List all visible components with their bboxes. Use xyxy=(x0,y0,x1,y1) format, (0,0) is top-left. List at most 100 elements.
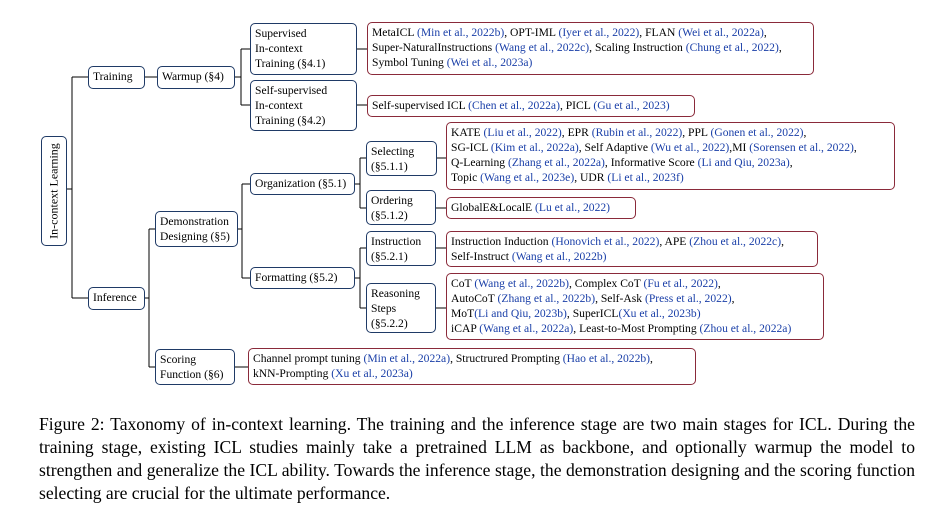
line: Demonstration xyxy=(160,215,229,228)
citation: (Wang et al., 2023e) xyxy=(480,171,575,184)
method-name: kNN-Prompting xyxy=(253,367,332,380)
citation: (Gonen et al., 2022) xyxy=(710,126,804,139)
method-name: , xyxy=(781,235,784,248)
method-name: , OPT-IML xyxy=(504,26,559,39)
node-training-label: Training xyxy=(93,70,133,83)
citation: (Kim et al., 2022a) xyxy=(490,141,579,154)
method-name: GlobalE&LocalE xyxy=(451,201,536,214)
line: (§5.1.1) xyxy=(371,160,408,173)
reference-line: MetaICL (Min et al., 2022b), OPT-IML (Iy… xyxy=(372,25,809,40)
line: Scoring xyxy=(160,353,197,366)
reference-line: AutoCoT (Zhang et al., 2022b), Self-Ask … xyxy=(451,291,819,306)
citation: (Rubin et al., 2022) xyxy=(591,126,683,139)
node-self-supervised-icl-training: Self-supervised In-context Training (§4.… xyxy=(250,80,357,131)
node-scoring-function: Scoring Function (§6) xyxy=(155,349,235,385)
citation: (Press et al., 2022) xyxy=(644,292,732,305)
method-name: , xyxy=(650,352,653,365)
node-organization: Organization (§5.1) xyxy=(250,173,355,195)
method-name: ,MI xyxy=(729,141,750,154)
method-name: , UDR xyxy=(574,171,608,184)
citation: (Gu et al., 2023) xyxy=(593,99,670,112)
method-name: , xyxy=(731,292,735,305)
method-name: , Self Adaptive xyxy=(578,141,651,154)
root-node-in-context-learning: In-context Learning xyxy=(41,136,67,246)
reference-line: iCAP (Wang et al., 2022a), Least-to-Most… xyxy=(451,321,819,336)
reference-line: SG-ICL (Kim et al., 2022a), Self Adaptiv… xyxy=(451,140,890,155)
citation: (Lu et al., 2022) xyxy=(535,201,611,214)
node-formatting: Formatting (§5.2) xyxy=(250,267,355,289)
citation: (Iyer et al., 2022) xyxy=(558,26,640,39)
line: Designing (§5) xyxy=(160,230,230,243)
method-name: AutoCoT xyxy=(451,292,498,305)
node-ordering: Ordering (§5.1.2) xyxy=(366,190,436,225)
citation: (Min et al., 2022b) xyxy=(416,26,505,39)
reference-line: Topic (Wang et al., 2023e), UDR (Li et a… xyxy=(451,170,890,185)
node-organization-label: Organization (§5.1) xyxy=(255,177,347,190)
line: In-context xyxy=(255,99,303,112)
citation: (Li et al., 2023f) xyxy=(607,171,684,184)
line: (§5.2.1) xyxy=(371,250,408,263)
node-supervised-icl-training: Supervised In-context Training (§4.1) xyxy=(250,23,357,75)
node-warmup: Warmup (§4) xyxy=(157,66,235,89)
method-name: , Structrured Prompting xyxy=(450,352,563,365)
node-warmup-label: Warmup (§4) xyxy=(162,70,224,83)
method-name: , xyxy=(853,141,857,154)
citation: (Wang et al., 2022c) xyxy=(495,41,590,54)
reference-line: Super-NaturalInstructions (Wang et al., … xyxy=(372,40,809,55)
method-name: Instruction Induction xyxy=(451,235,552,248)
citation: (Zhou et al., 2022c) xyxy=(689,235,782,248)
node-selecting: Selecting (§5.1.1) xyxy=(366,141,437,176)
citation: (Wang et al., 2022b) xyxy=(511,250,607,263)
citation: (Li and Qiu, 2023b) xyxy=(474,307,567,320)
method-name: Self-Instruct xyxy=(451,250,512,263)
node-reasoning-steps: Reasoning Steps (§5.2.2) xyxy=(366,283,436,333)
method-name: SG-ICL xyxy=(451,141,491,154)
citation: (Zhou et al., 2022a) xyxy=(699,322,792,335)
citation: (Xu et al., 2023b) xyxy=(618,307,701,320)
leaf-reasoning-refs: CoT (Wang et al., 2022b), Complex CoT (F… xyxy=(446,273,824,340)
method-name: Super-NaturalInstructions xyxy=(372,41,496,54)
method-name: KATE xyxy=(451,126,484,139)
citation: (Honovich et al., 2022) xyxy=(551,235,660,248)
method-name: Q-Learning xyxy=(451,156,508,169)
citation: (Min et al., 2022a) xyxy=(363,352,451,365)
citation: (Wei et al., 2023a) xyxy=(446,56,533,69)
method-name: , Complex CoT xyxy=(569,277,644,290)
node-instruction: Instruction (§5.2.1) xyxy=(366,231,436,266)
method-name: , Informative Score xyxy=(604,156,698,169)
reference-line: GlobalE&LocalE (Lu et al., 2022) xyxy=(451,200,631,215)
method-name: Self-supervised ICL xyxy=(372,99,469,112)
figure-caption: Figure 2: Taxonomy of in-context learnin… xyxy=(39,414,915,503)
citation: (Liu et al., 2022) xyxy=(483,126,562,139)
citation: (Zhang et al., 2022a) xyxy=(507,156,605,169)
line: Selecting xyxy=(371,145,415,158)
reference-line: MoT(Li and Qiu, 2023b), SuperICL(Xu et a… xyxy=(451,306,819,321)
leaf-supervised-refs: MetaICL (Min et al., 2022b), OPT-IML (Iy… xyxy=(367,22,814,75)
method-name: CoT xyxy=(451,277,475,290)
citation: (Zhang et al., 2022b) xyxy=(497,292,596,305)
method-name: Channel prompt tuning xyxy=(253,352,364,365)
method-name: , Scaling Instruction xyxy=(589,41,686,54)
method-name: , APE xyxy=(659,235,690,248)
reference-line: Channel prompt tuning (Min et al., 2022a… xyxy=(253,351,691,366)
citation: (Fu et al., 2022) xyxy=(643,277,718,290)
citation: (Chen et al., 2022a) xyxy=(468,99,560,112)
method-name: , EPR xyxy=(561,126,592,139)
node-inference: Inference xyxy=(88,287,145,310)
leaf-selecting-refs: KATE (Liu et al., 2022), EPR (Rubin et a… xyxy=(446,122,895,190)
node-training: Training xyxy=(88,66,145,89)
method-name: , SuperICL xyxy=(566,307,619,320)
line: (§5.1.2) xyxy=(371,209,408,222)
line: Self-supervised xyxy=(255,84,328,97)
method-name: , PICL xyxy=(559,99,594,112)
line: Training (§4.1) xyxy=(255,57,326,70)
line: Instruction xyxy=(371,235,422,248)
reference-line: kNN-Prompting (Xu et al., 2023a) xyxy=(253,366,691,381)
method-name: Topic xyxy=(451,171,481,184)
method-name: MoT xyxy=(451,307,475,320)
reference-line: Symbol Tuning (Wei et al., 2023a) xyxy=(372,55,809,70)
reference-line: Q-Learning (Zhang et al., 2022a), Inform… xyxy=(451,155,890,170)
reference-line: CoT (Wang et al., 2022b), Complex CoT (F… xyxy=(451,276,819,291)
line: (§5.2.2) xyxy=(371,317,408,330)
